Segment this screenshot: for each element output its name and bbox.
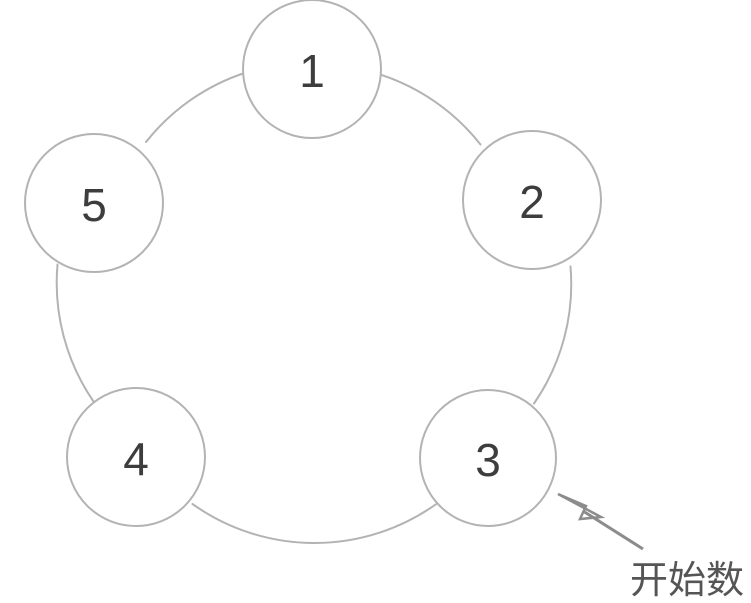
edge-2-3 xyxy=(533,265,573,405)
node-3-circle[interactable] xyxy=(419,389,557,527)
node-5[interactable]: 5 xyxy=(24,133,164,273)
node-3-label: 3 xyxy=(475,434,501,486)
node-1[interactable]: 1 xyxy=(242,0,382,139)
annotation-label: 开始数 xyxy=(630,558,745,602)
edge-5-1 xyxy=(145,71,247,143)
node-2[interactable]: 2 xyxy=(462,130,602,270)
node-3[interactable]: 3 xyxy=(419,389,557,527)
node-4-label: 4 xyxy=(123,433,149,485)
edge-3-4 xyxy=(191,502,438,545)
node-5-circle[interactable] xyxy=(24,133,164,273)
edge-4-5 xyxy=(55,263,95,403)
edge-group xyxy=(55,71,573,545)
node-group: 1 2 3 4 5 xyxy=(24,0,602,527)
node-2-circle[interactable] xyxy=(462,130,602,270)
arrow-head-icon xyxy=(557,492,606,521)
node-2-label: 2 xyxy=(519,176,545,228)
node-1-circle[interactable] xyxy=(242,0,382,139)
edge-1-2 xyxy=(377,73,482,146)
node-4[interactable]: 4 xyxy=(66,387,206,527)
node-1-label: 1 xyxy=(299,45,325,97)
annotation-arrow xyxy=(557,492,644,551)
node-4-circle[interactable] xyxy=(66,387,206,527)
node-5-label: 5 xyxy=(81,179,107,231)
